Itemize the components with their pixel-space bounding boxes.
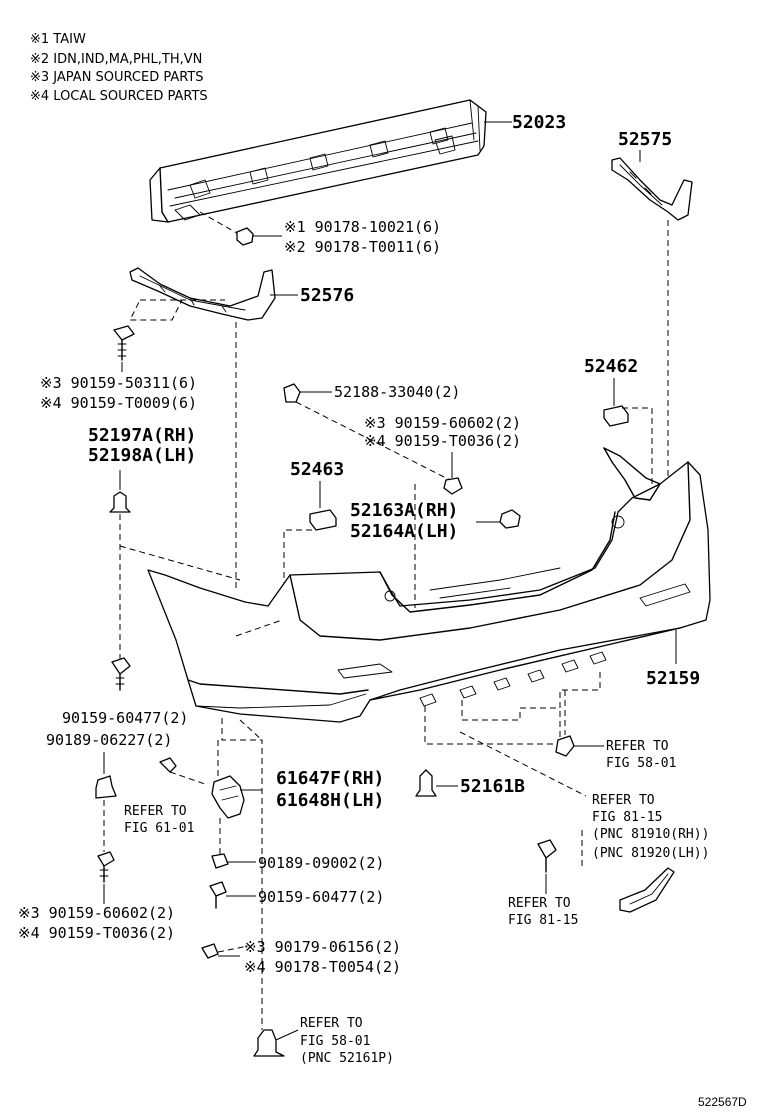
- part-screw-90159-60477-left: 90159-60477(2) 90189-06227(2): [46, 657, 188, 852]
- label-90159-60602-lower: ※3 90159-60602(2): [18, 904, 175, 922]
- label-52462: 52462: [584, 356, 638, 377]
- label-90178-10021: ※1 90178-10021(6): [284, 218, 441, 236]
- label-52163A: 52163A(RH): [350, 500, 458, 521]
- part-nut-90189-09002: 90189-09002(2): [211, 853, 384, 872]
- part-52576-bracket: 52576: [129, 267, 354, 590]
- fig-81-15-lower: FIG 81-15: [508, 913, 578, 928]
- label-90159-60477-left: 90159-60477(2): [62, 709, 188, 727]
- label-61648H: 61648H(LH): [276, 790, 384, 811]
- part-reflector-81910: REFER TO FIG 81-15 (PNC 81910(RH)) (PNC …: [459, 731, 709, 913]
- part-nut-90179-06156: ※3 90179-06156(2) ※4 90178-T0054(2): [201, 938, 401, 976]
- region-notes: ※1 TAIW ※2 IDN,IND,MA,PHL,TH,VN ※3 JAPAN…: [30, 32, 208, 104]
- part-52159-bumper-cover: 52159: [147, 447, 711, 745]
- note-local: ※4 LOCAL SOURCED PARTS: [30, 89, 208, 104]
- label-90159-50311: ※3 90159-50311(6): [40, 374, 197, 392]
- part-screw-refer-81-15: REFER TO FIG 81-15: [508, 839, 578, 928]
- part-52163A-reflector-cover: 52163A(RH) 52164A(LH): [350, 500, 521, 542]
- part-52023-reinforcement: 52023: [149, 99, 566, 223]
- part-nut-90178: ※1 90178-10021(6) ※2 90178-T0011(6): [199, 211, 441, 256]
- label-52161B: 52161B: [460, 776, 525, 797]
- label-90159-T0036-lower: ※4 90159-T0036(2): [18, 924, 175, 942]
- part-52575-bracket: 52575: [611, 129, 693, 480]
- label-52197A: 52197A(RH): [88, 425, 196, 446]
- label-52023: 52023: [512, 112, 566, 133]
- label-52188-33040: 52188-33040(2): [334, 383, 460, 401]
- pnc-81920: (PNC 81920(LH)): [592, 846, 709, 861]
- label-52159: 52159: [646, 668, 700, 689]
- figure-id: 522567D: [698, 1095, 747, 1109]
- part-screw-90159-60477-mid: 90159-60477(2): [209, 881, 384, 909]
- part-screw-90159-60602-upper: ※3 90159-60602(2) ※4 90159-T0036(2): [364, 414, 521, 495]
- label-90179-06156: ※3 90179-06156(2): [244, 938, 401, 956]
- label-90189-09002: 90189-09002(2): [258, 854, 384, 872]
- note-japan: ※3 JAPAN SOURCED PARTS: [30, 70, 204, 85]
- part-61647F-bracket: 61647F(RH) 61648H(LH) REFER TO FIG 61-01: [124, 740, 384, 855]
- refer-58-01-lower: REFER TO: [300, 1016, 363, 1031]
- label-52198A: 52198A(LH): [88, 445, 196, 466]
- label-52463: 52463: [290, 459, 344, 480]
- fig-61-01: FIG 61-01: [124, 821, 194, 836]
- refer-61-01: REFER TO: [124, 804, 187, 819]
- part-screw-90159-60602-lower: ※3 90159-60602(2) ※4 90159-T0036(2): [18, 851, 175, 942]
- fig-58-01-upper: FIG 58-01: [606, 756, 676, 771]
- label-90159-T0009: ※4 90159-T0009(6): [40, 394, 197, 412]
- label-52576: 52576: [300, 285, 354, 306]
- label-90178-T0011: ※2 90178-T0011(6): [284, 238, 441, 256]
- refer-81-15-upper: REFER TO: [592, 793, 655, 808]
- label-52164A: 52164A(LH): [350, 521, 458, 542]
- label-90189-06227: 90189-06227(2): [46, 731, 172, 749]
- part-clip-refer-58-01: REFER TO FIG 58-01: [555, 690, 676, 771]
- refer-81-15-lower: REFER TO: [508, 896, 571, 911]
- label-90159-T0036-upper: ※4 90159-T0036(2): [364, 432, 521, 450]
- pnc-81910: (PNC 81910(RH)): [592, 827, 709, 842]
- part-52462-pad: 52462: [584, 356, 653, 516]
- pnc-52161P: (PNC 52161P): [300, 1051, 394, 1066]
- note-taiw: ※1 TAIW: [30, 32, 86, 47]
- label-61647F: 61647F(RH): [276, 768, 384, 789]
- label-52575: 52575: [618, 129, 672, 150]
- part-52197A-retainer: 52197A(RH) 52198A(LH): [88, 425, 196, 660]
- part-clip-52161P: REFER TO FIG 58-01 (PNC 52161P): [253, 1016, 394, 1066]
- label-90159-60602-upper: ※3 90159-60602(2): [364, 414, 521, 432]
- part-52161B-clip: 52161B: [415, 769, 525, 797]
- hidden-lines-left: [119, 545, 263, 1030]
- fig-81-15-upper: FIG 81-15: [592, 810, 662, 825]
- note-idn: ※2 IDN,IND,MA,PHL,TH,VN: [30, 52, 202, 67]
- part-screw-90159-50311: ※3 90159-50311(6) ※4 90159-T0009(6): [40, 325, 197, 412]
- part-52188-clip: 52188-33040(2): [283, 383, 460, 481]
- refer-58-01-upper: REFER TO: [606, 739, 669, 754]
- fig-58-01-lower: FIG 58-01: [300, 1034, 370, 1049]
- label-90159-60477-mid: 90159-60477(2): [258, 888, 384, 906]
- label-90178-T0054: ※4 90178-T0054(2): [244, 958, 401, 976]
